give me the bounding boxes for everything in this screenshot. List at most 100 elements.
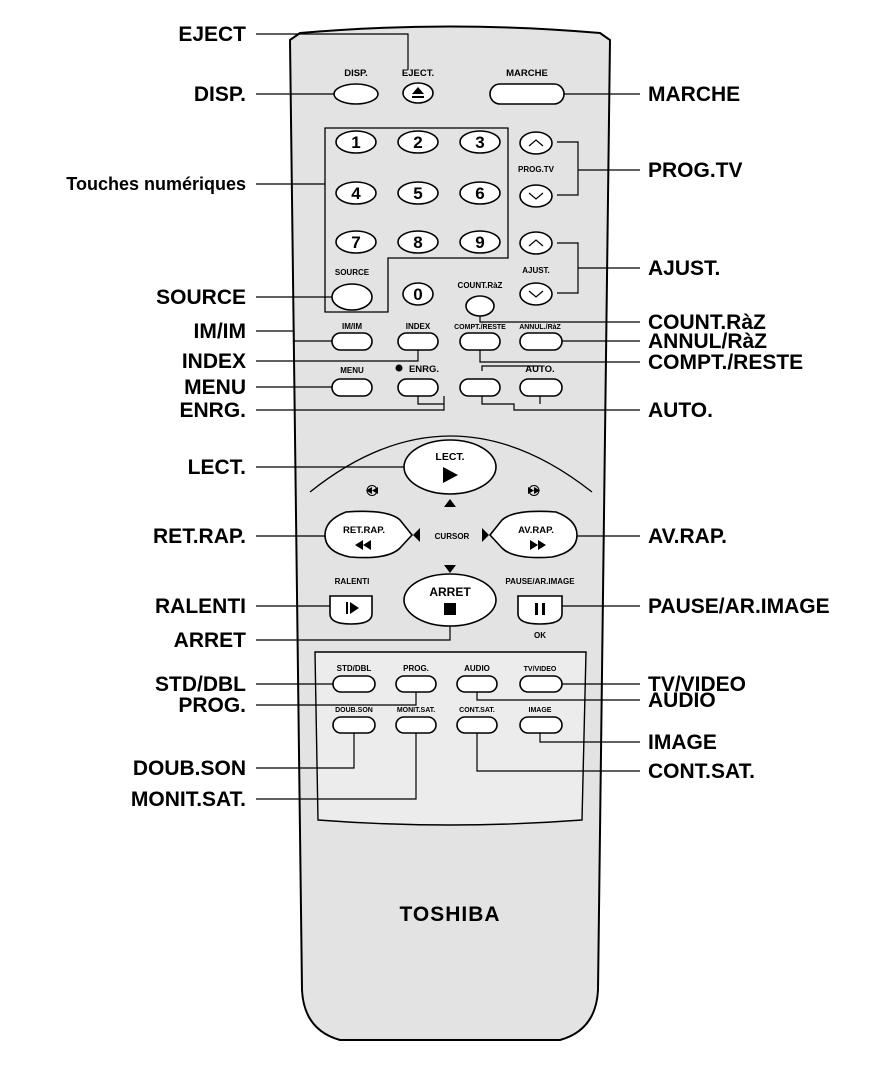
std-dbl-button[interactable] — [332, 675, 376, 693]
ralenti-button-label: RALENTI — [335, 577, 370, 586]
pause-icon — [535, 603, 545, 615]
image-button-label: IMAGE — [529, 707, 552, 714]
av-rap-button[interactable] — [488, 510, 578, 559]
digit-6-button[interactable] — [459, 181, 501, 205]
cont-sat-button-label: CONT.SAT. — [459, 707, 495, 714]
prog-tv-down-button[interactable] — [519, 184, 553, 208]
callout-auto: AUTO. — [648, 399, 713, 422]
cursor-down-icon[interactable] — [444, 565, 456, 573]
callout-im-im: IM/IM — [194, 320, 247, 343]
monit-sat-button[interactable] — [395, 716, 437, 734]
digit-1-label: 1 — [351, 133, 360, 152]
digit-2-button[interactable] — [397, 130, 439, 154]
pause-button[interactable] — [517, 595, 563, 625]
digit-0-label: 0 — [413, 285, 422, 304]
callout-prog: PROG. — [178, 694, 246, 717]
auto-button[interactable] — [519, 378, 563, 397]
arret-button[interactable] — [403, 573, 497, 627]
callout-std-dbl: STD/DBL — [155, 673, 246, 696]
annul-raz-button[interactable] — [519, 332, 563, 351]
callout-ajust: AJUST. — [648, 257, 720, 280]
digit-0-button[interactable] — [402, 282, 434, 306]
lect-button-label: LECT. — [435, 451, 464, 463]
digit-9-button[interactable] — [459, 230, 501, 254]
marche-button[interactable] — [489, 83, 565, 105]
digit-6-label: 6 — [475, 184, 484, 203]
count-raz-button[interactable] — [465, 295, 495, 317]
callout-av-rap: AV.RAP. — [648, 525, 727, 548]
fast-forward-icon — [530, 540, 546, 550]
compt-reste-button-label: COMPT./RESTE — [454, 324, 506, 331]
brand-logo: TOSHIBA — [399, 903, 500, 926]
digit-1-button[interactable] — [335, 130, 377, 154]
im-im-button-label: IM/IM — [342, 322, 362, 331]
cursor-up-icon[interactable] — [444, 499, 456, 507]
av-rap-button-label: AV.RAP. — [518, 525, 554, 536]
prog-button-label: PROG. — [403, 664, 429, 673]
index-button-label: INDEX — [406, 322, 431, 331]
source-button-label: SOURCE — [335, 268, 370, 277]
digit-7-button[interactable] — [335, 230, 377, 254]
digit-3-label: 3 — [475, 133, 484, 152]
fast-forward-marker-ring — [528, 485, 540, 496]
disp-button-label: DISP. — [344, 68, 368, 79]
digit-4-button[interactable] — [335, 181, 377, 205]
prog-tv-up-button[interactable] — [519, 131, 553, 155]
callout-disp: DISP. — [194, 83, 246, 106]
callout-menu: MENU — [184, 376, 246, 399]
ajust-down-button[interactable] — [519, 282, 553, 306]
audio-button[interactable] — [456, 675, 498, 693]
doub-son-button[interactable] — [332, 716, 376, 734]
enrg-button-label: ENRG. — [409, 364, 439, 375]
digit-2-label: 2 — [413, 133, 422, 152]
index-button[interactable] — [397, 332, 439, 351]
callout-eject: EJECT — [178, 23, 246, 46]
callout-index: INDEX — [182, 350, 246, 373]
im-im-button[interactable] — [331, 332, 373, 351]
callout-compt-reste: COMPT./RESTE — [648, 351, 803, 374]
source-button[interactable] — [331, 283, 373, 311]
ajust-up-button[interactable] — [519, 231, 553, 255]
prog-button[interactable] — [395, 675, 437, 693]
digit-9-label: 9 — [475, 233, 484, 252]
enrg-button[interactable] — [397, 378, 439, 397]
stop-icon — [444, 603, 456, 615]
cursor-right-icon[interactable] — [482, 528, 489, 542]
eject-button-label: EJECT. — [402, 68, 434, 79]
cursor-left-icon[interactable] — [413, 528, 420, 542]
monit-sat-button-label: MONIT.SAT. — [397, 707, 435, 714]
image-button[interactable] — [519, 716, 563, 734]
disp-button[interactable] — [333, 83, 379, 105]
callout-enrg: ENRG. — [179, 399, 246, 422]
auto-button-label: AUTO. — [525, 364, 554, 375]
cont-sat-button[interactable] — [456, 716, 498, 734]
eject-icon — [412, 87, 424, 98]
prog-tv-button-label: PROG.TV — [518, 165, 555, 174]
lect-button[interactable] — [403, 439, 497, 495]
digit-5-button[interactable] — [397, 181, 439, 205]
callout-arret: ARRET — [174, 629, 247, 652]
ret-rap-button-label: RET.RAP. — [343, 525, 385, 536]
compt-reste-button[interactable] — [459, 332, 501, 351]
digit-3-button[interactable] — [459, 130, 501, 154]
callout-annul-raz: ANNUL/RàZ — [648, 330, 767, 353]
callout-cont-sat: CONT.SAT. — [648, 760, 755, 783]
ret-rap-button[interactable] — [324, 510, 414, 559]
play-icon — [443, 467, 458, 483]
marche-button-label: MARCHE — [506, 68, 548, 79]
menu-button[interactable] — [331, 378, 373, 397]
digit-8-label: 8 — [413, 233, 422, 252]
callout-numeric-keys: Touches numériques — [66, 174, 246, 194]
tv-video-button[interactable] — [519, 675, 563, 693]
callout-count-raz: COUNT.RàZ — [648, 311, 766, 334]
ajust-button-label: AJUST. — [522, 266, 550, 275]
auto-bracket — [481, 365, 540, 371]
rewind-marker-ring — [366, 485, 378, 496]
enrg-companion-button[interactable] — [459, 378, 501, 397]
keypad-frame — [324, 127, 509, 313]
digit-7-label: 7 — [351, 233, 360, 252]
digit-8-button[interactable] — [397, 230, 439, 254]
chevron-up-icon — [528, 139, 544, 147]
fast-forward-marker-icon — [528, 487, 540, 494]
